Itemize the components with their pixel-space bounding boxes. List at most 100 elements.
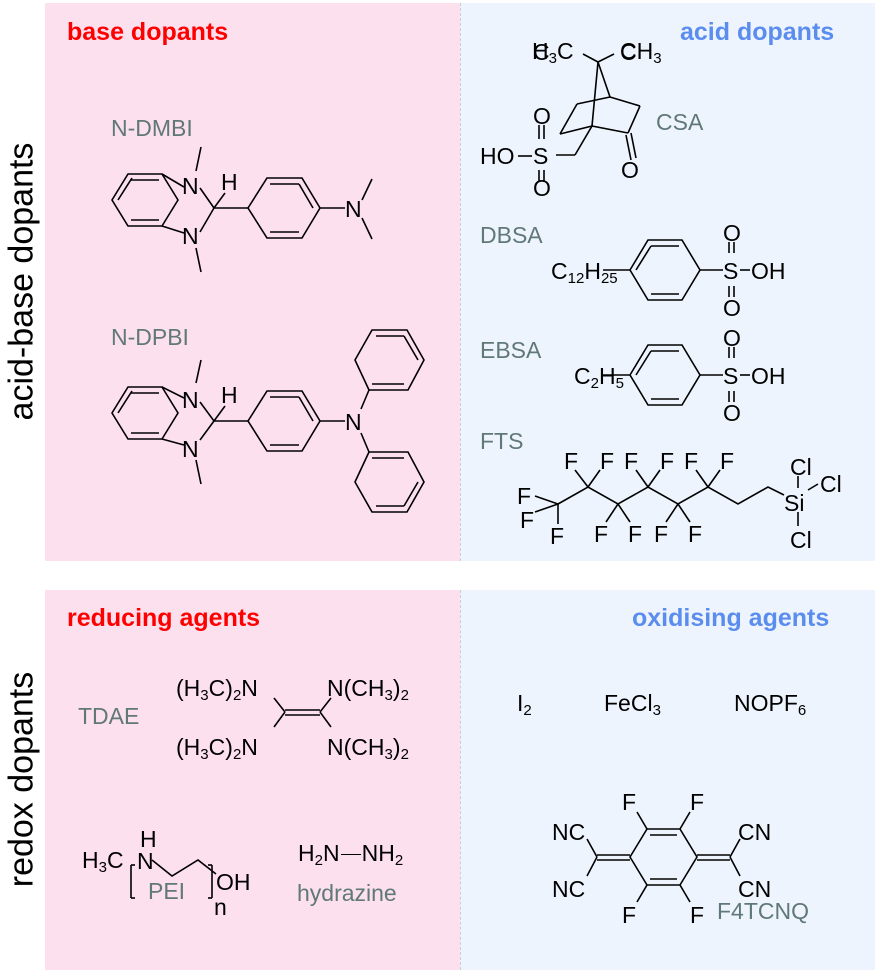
pei-methyl: H3C — [82, 847, 124, 876]
structure-n-dpbi: N N H N — [111, 329, 425, 513]
atom-o: O — [723, 325, 741, 351]
atom-o: O — [723, 400, 741, 426]
atom-n: N — [182, 173, 199, 199]
compound-name-csa: CSA — [656, 109, 704, 135]
structure-dbsa: S OH O O — [603, 220, 786, 321]
panel-acid-dopants — [460, 3, 875, 561]
atom-c: C — [533, 39, 550, 65]
tdae-group-bottom-right: N(CH3)2 — [327, 734, 409, 763]
structure-fts: F F F F F F F F F F F F F Si Cl Cl Cl — [517, 448, 842, 553]
atom-h: H — [221, 169, 238, 195]
tdae-group-bottom-left: (H3C)2N — [176, 734, 258, 763]
atom-f: F — [654, 521, 668, 547]
benzene-ring — [629, 239, 701, 301]
atom-cl: Cl — [820, 471, 842, 497]
atom-f: F — [690, 902, 704, 928]
atom-f: F — [600, 448, 614, 474]
atom-nc: NC — [552, 876, 585, 902]
panel-reducing-agents — [45, 590, 460, 970]
structure-n-dmbi: N N H N — [111, 146, 373, 273]
heading-oxidising-agents: oxidising agents — [632, 604, 830, 633]
phenyl-ring — [247, 390, 321, 452]
heading-base-dopants: base dopants — [67, 18, 229, 46]
atom-cl: Cl — [790, 527, 812, 553]
atom-f: F — [564, 448, 578, 474]
phenyl-ring-lower — [354, 451, 425, 513]
compound-name-fts: FTS — [480, 428, 524, 454]
atom-s: S — [533, 143, 548, 169]
dbsa-alkyl-chain: C12H25 — [551, 258, 618, 287]
atom-o: O — [533, 103, 551, 129]
atom-cn: CN — [738, 819, 771, 845]
divider-bottom — [460, 590, 461, 970]
phenyl-ring-upper — [354, 329, 425, 391]
atom-f: F — [594, 521, 608, 547]
atom-cl: Cl — [790, 454, 812, 480]
atom-n: N — [345, 196, 362, 222]
panel-oxidising-agents — [460, 590, 875, 970]
atom-o: O — [723, 220, 741, 246]
atom-o: O — [533, 175, 551, 201]
atom-f: F — [720, 448, 734, 474]
csa-right-methyl: CH3 — [620, 38, 662, 67]
atom-h: H — [140, 826, 157, 852]
atom-s: S — [723, 258, 738, 284]
compound-name-f4tcnq: F4TCNQ — [717, 898, 809, 924]
structure-pei: N H OH n — [130, 826, 251, 920]
divider-top — [460, 3, 461, 561]
atom-n: N — [182, 223, 199, 249]
benzene-ring — [629, 344, 701, 406]
atom-n: N — [137, 848, 154, 874]
atom-f: F — [622, 902, 636, 928]
atom-h: H — [221, 382, 238, 408]
compound-name-tdae: TDAE — [78, 703, 140, 729]
benzene-ring — [111, 173, 179, 227]
atom-f: F — [684, 448, 698, 474]
atom-f: F — [690, 789, 704, 815]
atom-s: S — [723, 363, 738, 389]
quinoid-ring — [629, 828, 698, 886]
structure-ebsa: S OH O O — [603, 325, 786, 426]
atom-ho: HO — [480, 143, 515, 169]
ebsa-alkyl-chain: C2H5 — [574, 363, 624, 392]
atom-o: O — [621, 157, 639, 183]
compound-name-hydrazine: hydrazine — [297, 880, 397, 906]
formula-i2: I2 — [517, 690, 532, 719]
panel-base-dopants — [45, 3, 460, 561]
atom-n: N — [182, 387, 199, 413]
formula-nopf6: NOPF6 — [734, 690, 807, 719]
atom-f: F — [550, 523, 564, 549]
structure-f4tcnq: NC NC CN CN F F F F — [552, 789, 771, 928]
tdae-group-top-left: (H3C)2N — [176, 675, 258, 704]
phenyl-ring — [247, 177, 321, 239]
atom-f: F — [688, 521, 702, 547]
atom-f: F — [517, 483, 531, 509]
structure-tdae-core — [273, 697, 332, 728]
heading-acid-dopants: acid dopants — [680, 18, 835, 47]
formula-fecl3: FeCl3 — [604, 690, 661, 719]
compound-name-dbsa: DBSA — [480, 222, 543, 248]
atom-o: O — [723, 295, 741, 321]
compound-name-pei: PEI — [148, 878, 186, 904]
csa-left-methyl: H3C — [532, 38, 574, 67]
compound-name-n-dpbi: N-DPBI — [111, 324, 189, 350]
atom-c: C — [620, 39, 637, 65]
atom-si: Si — [784, 490, 804, 516]
structure-csa: C C O HO S O O — [480, 39, 641, 201]
atom-f: F — [660, 448, 674, 474]
atom-oh: OH — [216, 869, 251, 895]
tdae-group-top-right: N(CH3)2 — [327, 675, 409, 704]
atom-nc: NC — [552, 819, 585, 845]
atom-oh: OH — [751, 363, 786, 389]
repeat-index: n — [214, 894, 227, 920]
benzene-ring — [111, 386, 179, 440]
atom-f: F — [624, 448, 638, 474]
compound-name-ebsa: EBSA — [480, 337, 542, 363]
heading-reducing-agents: reducing agents — [67, 604, 261, 632]
compound-name-n-dmbi: N-DMBI — [111, 115, 193, 141]
atom-f: F — [628, 521, 642, 547]
atom-f: F — [622, 789, 636, 815]
atom-oh: OH — [751, 258, 786, 284]
atom-n: N — [182, 436, 199, 462]
